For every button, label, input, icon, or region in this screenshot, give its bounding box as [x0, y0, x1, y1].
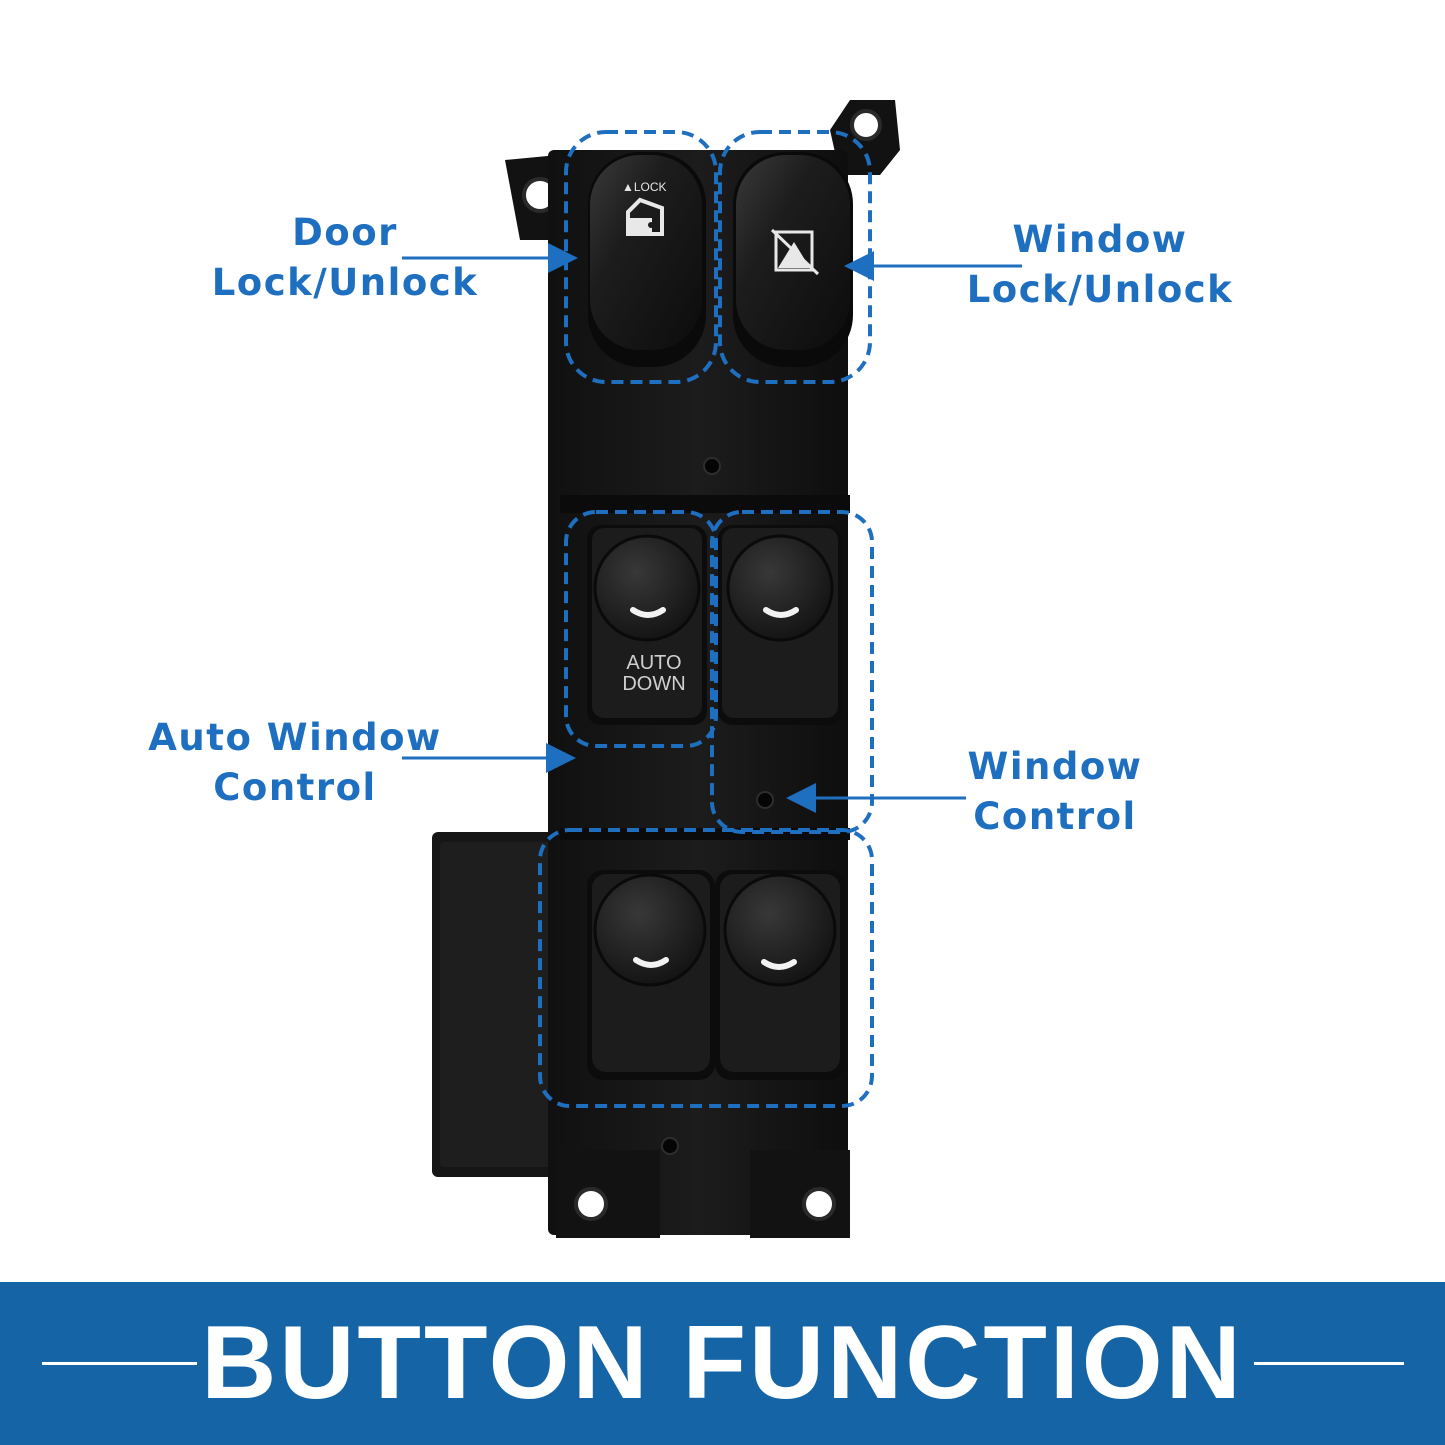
- auto-window-callout-line1: Auto Window: [148, 716, 442, 759]
- window-lock-icon: [770, 228, 820, 276]
- window-lock-switch[interactable]: [733, 152, 853, 367]
- window-control-callout: Window Control: [935, 742, 1175, 842]
- window-control-switch[interactable]: [718, 525, 842, 725]
- window-lock-callout-line1: Window: [1012, 218, 1188, 261]
- switch-light-indicator: [633, 957, 669, 968]
- auto-window-callout: Auto Window Control: [140, 713, 450, 813]
- rear-left-window-switch[interactable]: [587, 870, 715, 1080]
- rear-right-window-switch[interactable]: [715, 870, 845, 1080]
- door-key-icon: [626, 197, 664, 236]
- window-control-highlight: [710, 510, 874, 834]
- lock-label: ▲LOCK: [622, 180, 667, 194]
- switch-light-indicator: [763, 607, 799, 618]
- auto-window-callout-line2: Control: [213, 766, 377, 809]
- switch-light-indicator: [761, 959, 797, 970]
- switch-light-indicator: [630, 607, 666, 618]
- banner-right-rule: [1254, 1362, 1404, 1365]
- mount-hole-bottom-left: [574, 1187, 608, 1221]
- bottom-mount-feet: [556, 1150, 850, 1238]
- door-lock-switch[interactable]: [588, 152, 706, 367]
- window-lock-callout-line2: Lock/Unlock: [966, 268, 1234, 311]
- window-control-callout-line2: Control: [973, 795, 1137, 838]
- banner-left-rule: [42, 1362, 197, 1365]
- auto-label: AUTO: [626, 652, 681, 674]
- callout-arrows: [402, 243, 1022, 813]
- window-lock-callout: Window Lock/Unlock: [960, 215, 1240, 315]
- door-lock-highlight: [564, 130, 718, 384]
- door-lock-callout-line2: Lock/Unlock: [211, 261, 479, 304]
- auto-window-switch[interactable]: [587, 525, 707, 725]
- window-control-callout-line1: Window: [967, 745, 1143, 788]
- banner-title: BUTTON FUNCTION: [201, 1305, 1244, 1421]
- mount-hole-top-right: [850, 109, 882, 141]
- down-label: DOWN: [622, 673, 685, 695]
- button-function-banner: BUTTON FUNCTION: [0, 1282, 1445, 1445]
- auto-window-highlight: [564, 510, 718, 748]
- mount-hole-bottom-right: [802, 1187, 836, 1221]
- door-lock-callout: Door Lock/Unlock: [200, 208, 490, 308]
- rear-window-highlight: [538, 828, 874, 1108]
- door-lock-callout-line1: Door: [292, 211, 398, 254]
